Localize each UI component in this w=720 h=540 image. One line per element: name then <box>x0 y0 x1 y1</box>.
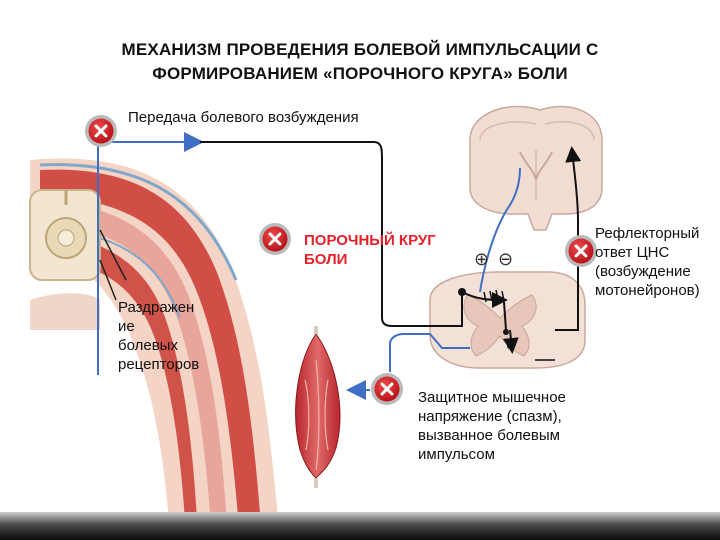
reflex-line-2: ответ ЦНС <box>595 244 670 261</box>
vicious-circle-label: ПОРОЧНЫЙ КРУГ БОЛИ <box>304 231 436 269</box>
spasm-line-3: вызванное болевым <box>418 427 560 444</box>
plus-circle-icon: ⊕ <box>474 249 490 269</box>
spasm-line-2: напряжение (спазм), <box>418 408 562 425</box>
spinal-cord-section <box>429 271 586 369</box>
title-line-2: ФОРМИРОВАНИЕМ «ПОРОЧНОГО КРУГА» БОЛИ <box>152 64 568 83</box>
minus-circle-icon: ⊖ <box>498 249 514 269</box>
receptors-line-3: болевых <box>118 337 178 354</box>
close-icon <box>565 235 597 267</box>
spasm-line-1: Защитное мышечное <box>418 389 566 406</box>
slide-footer-bar <box>0 512 720 540</box>
receptors-line-4: рецепторов <box>118 356 200 373</box>
transmission-label: Передача болевого возбуждения <box>128 109 359 126</box>
vicious-circle-line-2: БОЛИ <box>304 251 348 268</box>
spasm-line-4: импульсом <box>418 446 495 463</box>
close-icon <box>85 115 117 147</box>
reflex-line-4: мотонейронов) <box>595 282 700 299</box>
spasm-label: Защитное мышечное напряжение (спазм), вы… <box>418 388 566 464</box>
reflex-line-1: Рефлекторный <box>595 225 700 242</box>
receptors-line-2: ие <box>118 318 135 335</box>
reflex-line-3: (возбуждение <box>595 263 691 280</box>
receptors-line-1: Раздражен <box>118 299 195 316</box>
close-icon <box>371 373 403 405</box>
receptors-label: Раздражен ие болевых рецепторов <box>118 298 199 374</box>
torso-cross-section <box>29 158 280 540</box>
vicious-circle-line-1: ПОРОЧНЫЙ КРУГ <box>304 232 436 249</box>
reflex-response-label: Рефлекторный ответ ЦНС (возбуждение мото… <box>595 224 720 300</box>
diagram-title: МЕХАНИЗМ ПРОВЕДЕНИЯ БОЛЕВОЙ ИМПУЛЬСАЦИИ … <box>40 38 680 86</box>
muscle <box>295 326 341 488</box>
close-icon <box>259 223 291 255</box>
brain-section <box>469 105 603 231</box>
receptor-callout <box>99 259 117 301</box>
title-line-1: МЕХАНИЗМ ПРОВЕДЕНИЯ БОЛЕВОЙ ИМПУЛЬСАЦИИ … <box>121 40 599 59</box>
